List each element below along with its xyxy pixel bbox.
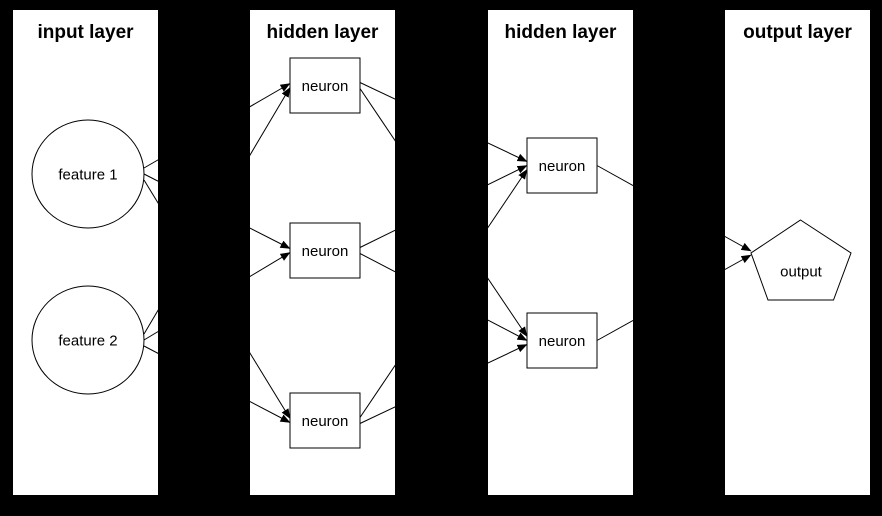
edge-h1-neuron1-h2-neuron1	[359, 82, 528, 162]
node-h1-neuron3-shape	[289, 392, 361, 449]
edge-feature2-h1-neuron3	[143, 345, 291, 423]
edge-h2-neuron2-output1	[596, 254, 752, 341]
edge-h1-neuron1-h2-neuron2	[359, 88, 528, 337]
layer-panel-hidden2	[488, 10, 633, 495]
node-label-h1-neuron2: neuron	[302, 243, 349, 260]
node-label-h1-neuron1: neuron	[302, 78, 349, 95]
edge-h1-neuron2-h2-neuron1	[359, 165, 528, 248]
edge-feature2-h1-neuron1	[143, 87, 291, 335]
edge-h1-neuron3-h2-neuron2	[359, 344, 528, 424]
edge-feature2-h1-neuron2	[143, 252, 291, 341]
node-h1-neuron1-shape	[289, 57, 361, 114]
edge-feature1-h1-neuron1	[143, 83, 291, 169]
layer-panel-input	[13, 10, 158, 495]
node-label-h2-neuron1: neuron	[539, 158, 586, 175]
edge-h1-neuron3-h2-neuron1	[359, 169, 528, 418]
node-output1-shape	[750, 219, 852, 301]
node-label-h1-neuron3: neuron	[302, 413, 349, 430]
edge-feature1-h1-neuron3	[143, 179, 291, 419]
node-h2-neuron1-shape	[526, 137, 598, 194]
layer-title-hidden2: hidden layer	[505, 22, 618, 43]
node-label-feature2: feature 2	[58, 333, 117, 350]
layer-title-hidden1: hidden layer	[267, 22, 380, 43]
node-label-feature1: feature 1	[58, 167, 117, 184]
layer-title-input: input layer	[37, 22, 134, 43]
node-h1-neuron2-shape	[289, 222, 361, 279]
node-label-output1: output	[780, 264, 823, 281]
node-label-h2-neuron2: neuron	[539, 333, 586, 350]
edge-h2-neuron1-output1	[596, 165, 752, 252]
layer-title-output: output layer	[743, 22, 852, 43]
node-feature2-shape	[31, 285, 145, 395]
node-feature1-shape	[31, 119, 145, 229]
edge-h1-neuron2-h2-neuron2	[359, 253, 528, 341]
node-h2-neuron2-shape	[526, 312, 598, 369]
